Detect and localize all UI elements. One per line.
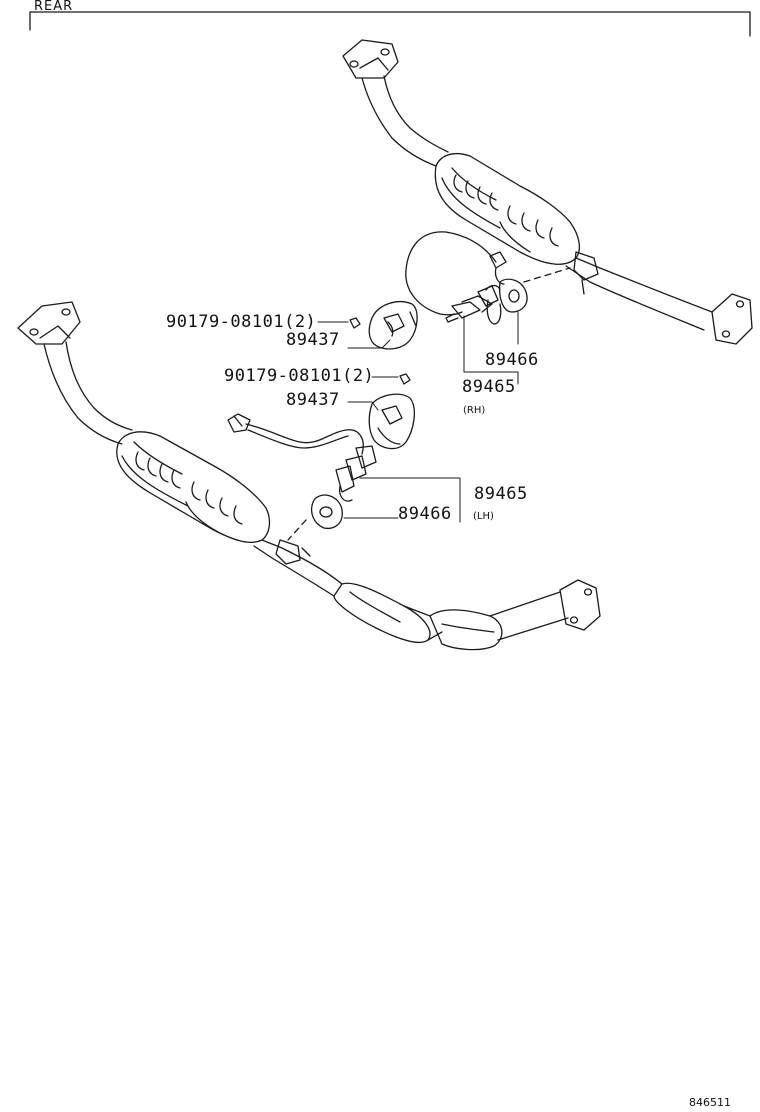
rh-oxygen-sensor [406, 232, 570, 324]
bolt-part-number-lower: 90179-08101(2) [224, 366, 375, 386]
gasket-part-number-rh: 89466 [485, 350, 539, 370]
side-label-lh: (LH) [473, 511, 494, 522]
cover-part-number-lower: 89437 [286, 390, 340, 410]
lower-cover-bracket [369, 374, 414, 449]
sensor-part-number-rh: 89465 [462, 377, 516, 397]
cover-part-number-upper: 89437 [286, 330, 340, 350]
illustration-code: 846511 [689, 1096, 731, 1109]
sensor-part-number-lh: 89465 [474, 484, 528, 504]
side-label-rh: (RH) [463, 405, 486, 416]
bolt-part-number-upper: 90179-08101(2) [166, 312, 317, 332]
section-label: REAR [34, 0, 74, 14]
gasket-part-number-lh: 89466 [398, 504, 452, 524]
lh-oxygen-sensor [228, 414, 376, 540]
lh-exhaust-pipe [18, 302, 600, 650]
header-frame [30, 12, 750, 36]
rh-exhaust-pipe [343, 40, 752, 344]
upper-cover-bracket [350, 302, 417, 349]
leader-lines [318, 312, 518, 522]
